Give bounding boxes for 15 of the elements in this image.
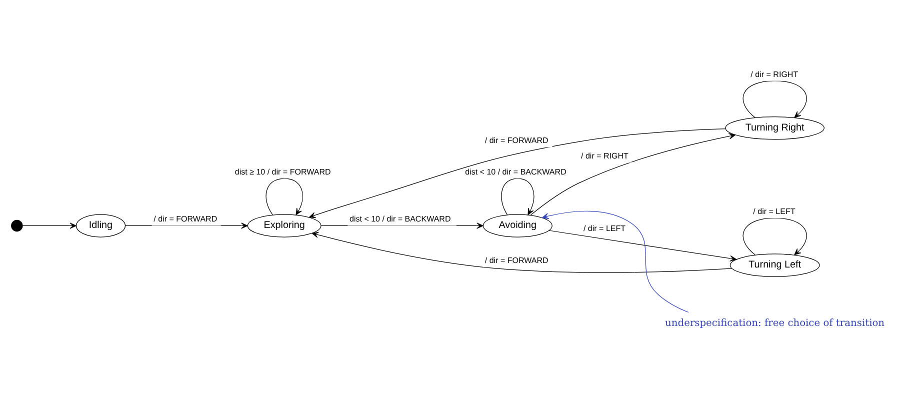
arrow [742,217,807,255]
node-text: underspecification: free choice of transition [665,317,885,328]
arrow [125,222,248,228]
node-circle [11,219,23,232]
arrow [742,80,807,118]
arrow [308,128,726,218]
arrow [22,222,76,228]
arrow [312,231,732,272]
arrow [320,222,484,228]
node-ellipse: Idling [76,214,126,237]
arrow [501,178,534,215]
arrow [548,230,737,262]
arrow [542,210,689,312]
arrow [530,132,736,215]
arrow [266,178,303,215]
